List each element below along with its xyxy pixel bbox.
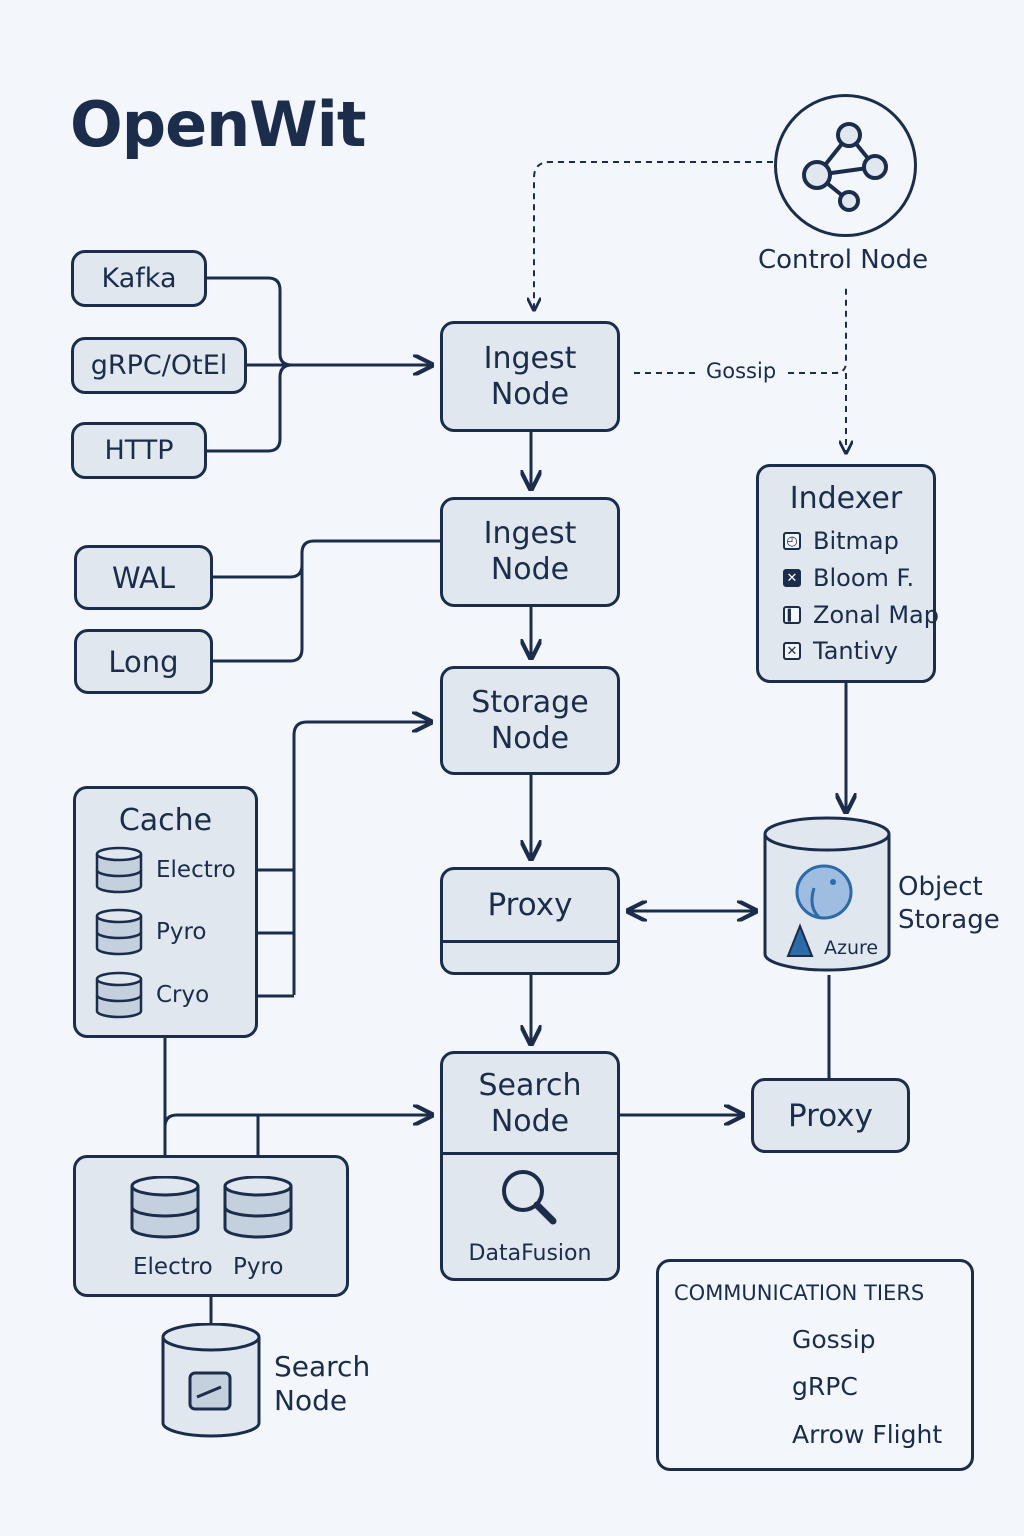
proxy-center[interactable]: Proxy	[440, 867, 620, 975]
search-node[interactable]: Search Node DataFusion	[440, 1051, 620, 1281]
bottom-cache-box[interactable]	[73, 1155, 349, 1297]
storage-node[interactable]: Storage Node	[440, 666, 620, 775]
ingest-gossip-right	[788, 288, 847, 374]
bottom-tier-electro: Electro	[133, 1254, 213, 1280]
wal-label: WAL	[111, 560, 176, 595]
grpc-source[interactable]: gRPC/OtEl	[71, 337, 247, 394]
proxy-divider	[443, 940, 617, 943]
tantivy-icon: ✕	[783, 642, 801, 660]
ingest-node-2[interactable]: Ingest Node	[440, 497, 620, 607]
ingest-node-1-label: Ingest Node	[483, 340, 577, 412]
object-storage-cylinder[interactable]	[762, 816, 892, 976]
object-storage-label: Object Storage	[898, 872, 1000, 935]
ingest-node-1[interactable]: Ingest Node	[440, 321, 620, 432]
storage-node-label: Storage Node	[471, 684, 589, 756]
legend-item-arrow-flight: Arrow Flight	[792, 1420, 943, 1449]
kafka-label: Kafka	[101, 263, 177, 294]
indexer-item-tantivy: ✕ Tantivy	[783, 637, 898, 665]
cache-pyro-icon	[95, 908, 143, 956]
cache-title: Cache	[118, 803, 213, 838]
indexer-item-label: Bloom F.	[813, 564, 915, 592]
control-to-ingest-gossip	[534, 161, 773, 310]
indexer-item-zonal: ▍ Zonal Map	[783, 601, 939, 629]
network-nodes-icon	[802, 122, 888, 212]
kafka-source[interactable]: Kafka	[71, 250, 207, 307]
cache-to-storage-arrow	[292, 722, 431, 995]
wal-box[interactable]: WAL	[74, 545, 213, 610]
bottom-to-search-arrow	[163, 1115, 432, 1180]
proxy-right[interactable]: Proxy	[751, 1078, 910, 1153]
bottom-tier-pyro: Pyro	[233, 1254, 284, 1280]
indexer-item-label: Zonal Map	[813, 601, 939, 629]
app-title: OpenWit	[70, 88, 367, 161]
legend-box	[656, 1259, 974, 1471]
indexer-item-label: Bitmap	[813, 527, 899, 555]
legend-item-grpc: gRPC	[792, 1372, 858, 1401]
bottom-pyro-icon	[223, 1176, 293, 1239]
http-label: HTTP	[104, 435, 174, 466]
bloom-filter-icon: ✕	[783, 569, 801, 587]
wal-connector	[212, 539, 441, 579]
indexer-item-bitmap: ◴ Bitmap	[783, 527, 899, 555]
proxy-right-label: Proxy	[788, 1097, 873, 1134]
postgres-elephant-icon	[795, 864, 853, 920]
cache-cryo-icon	[95, 971, 143, 1019]
cache-tier-cryo: Cryo	[156, 982, 210, 1008]
bottom-electro-icon	[130, 1176, 200, 1239]
cache-tier-pyro: Pyro	[156, 919, 207, 945]
long-box[interactable]: Long	[74, 629, 213, 694]
disk-icon	[188, 1371, 232, 1411]
magnifier-icon	[502, 1170, 557, 1225]
cache-tier-electro: Electro	[156, 857, 236, 883]
cache-electro-icon	[95, 846, 143, 894]
control-node-label: Control Node	[758, 245, 929, 275]
bottom-search-node-label: Search Node	[274, 1350, 371, 1417]
long-label: Long	[108, 644, 179, 679]
indexer-title: Indexer	[789, 481, 903, 516]
long-connector	[212, 565, 304, 663]
search-node-label: Search Node	[478, 1068, 582, 1139]
grpc-label: gRPC/OtEl	[90, 350, 228, 381]
datafusion-label: DataFusion	[468, 1241, 592, 1266]
bitmap-icon: ◴	[783, 532, 801, 550]
legend-title: COMMUNICATION TIERS	[674, 1281, 925, 1305]
bottom-search-node-cylinder[interactable]	[161, 1323, 261, 1439]
azure-icon	[786, 923, 814, 957]
proxy-center-label: Proxy	[487, 887, 573, 923]
indexer-item-label: Tantivy	[813, 637, 899, 665]
indexer-item-bloom: ✕ Bloom F.	[783, 564, 914, 592]
ingest-node-2-label: Ingest Node	[483, 516, 577, 587]
search-node-divider	[443, 1152, 617, 1155]
legend-item-gossip: Gossip	[792, 1325, 876, 1354]
zonal-map-icon: ▍	[783, 606, 801, 624]
control-node[interactable]	[774, 94, 917, 237]
http-source[interactable]: HTTP	[71, 422, 207, 479]
indexer-box[interactable]: Indexer ◴ Bitmap ✕ Bloom F. ▍ Zonal Map …	[756, 464, 939, 683]
azure-label: Azure	[824, 937, 879, 959]
gossip-label: Gossip	[706, 359, 777, 383]
